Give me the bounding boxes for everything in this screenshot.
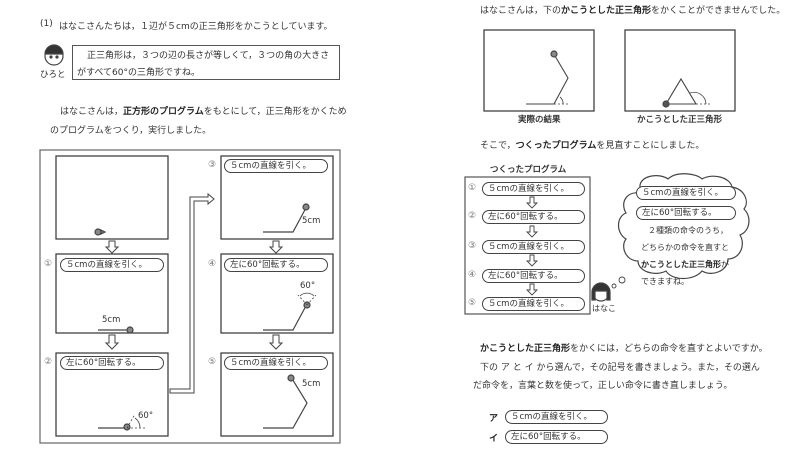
step-panels xyxy=(55,155,334,437)
question-line1: かこうとした正三角形をかくには，どちらの命令を直すとよいですか。 xyxy=(480,341,768,354)
question-line2: 下の ア と イ から選んで，その記号を書きましょう。また，その選ん xyxy=(480,363,760,373)
turtle-icon xyxy=(302,203,310,211)
intro-text: はなこさんたちは，１辺が５cmの正三角形をかこうとしています。 xyxy=(59,22,333,32)
bubble-text: できますね。 xyxy=(641,277,689,286)
hanako-name: はなこ xyxy=(592,304,616,313)
step-command: ５cmの直線を引く。 xyxy=(60,258,164,272)
bold-text: かこうとした正三角形 xyxy=(641,260,721,269)
bubble-text: ２種類の命令のうち， xyxy=(648,226,728,235)
option-i-label: イ xyxy=(489,434,499,444)
caption-target: かこうとした正三角形 xyxy=(637,115,723,125)
bold-text: つくったプログラム xyxy=(515,141,597,151)
explanation-line1: はなこさんは，正方形のプログラムをもとにして，正三角形をかくため xyxy=(60,104,347,117)
step-number: ① xyxy=(44,259,53,269)
actual-result-box xyxy=(483,29,595,112)
hiroto-line1: 正三角形は，３つの辺の長さが等しくて，３つの角の大きさ xyxy=(87,51,330,61)
program-command: 左に60°回転する。 xyxy=(482,210,585,224)
length-label: 5cm xyxy=(102,315,121,325)
step-command: 左に60°回転する。 xyxy=(60,356,164,370)
option-a-label: ア xyxy=(489,414,499,424)
text: そこで， xyxy=(480,141,516,151)
program-title: つくったプログラム xyxy=(490,165,567,175)
down-arrow-icon xyxy=(525,196,539,296)
program-number: ② xyxy=(468,211,477,221)
program-run-frame xyxy=(39,149,341,444)
question-line3: だ命令を，言葉と数を使って，正しい命令に書き直しましょう。 xyxy=(473,381,733,391)
hiroto-name: ひろと xyxy=(40,70,66,80)
connector-arrow-icon xyxy=(169,192,215,394)
text: を見直すことにしました。 xyxy=(596,141,705,151)
caption-actual: 実際の結果 xyxy=(518,115,561,125)
program-box xyxy=(464,176,591,315)
hiroto-avatar xyxy=(44,44,64,66)
option-a-command: ５cmの直線を引く。 xyxy=(505,410,608,424)
bubble-text: かこうとした正三角形が xyxy=(641,259,729,270)
program-command: ５cmの直線を引く。 xyxy=(482,240,585,254)
text: をもとにして，正三角形をかくため xyxy=(203,107,347,117)
review-text: そこで，つくったプログラムを見直すことにしました。 xyxy=(480,138,704,151)
program-command: 左に60°回転する。 xyxy=(482,269,585,283)
hanako-avatar xyxy=(591,282,611,302)
program-number: ① xyxy=(468,183,477,193)
program-command: ５cmの直線を引く。 xyxy=(482,182,585,196)
step-number: ④ xyxy=(208,259,217,269)
turtle-icon xyxy=(123,423,131,431)
bubble-command: ５cmの直線を引く。 xyxy=(636,186,736,200)
explanation-line2: のプログラムをつくり，実行しました。 xyxy=(50,126,212,136)
bold-text: 正方形のプログラム xyxy=(123,107,204,117)
hiroto-speech-box: 正三角形は，３つの辺の長さが等しくて，３つの角の大きさ がすべて60°の三角形で… xyxy=(72,45,340,80)
length-label: 5cm xyxy=(302,216,321,226)
bubble-text: どちらかの命令を直すと xyxy=(641,243,729,252)
bold-text: かこうとした正三角形 xyxy=(480,344,571,354)
drawn-line xyxy=(263,376,308,429)
step-number: ③ xyxy=(208,160,217,170)
drawn-line xyxy=(263,303,308,331)
angle-label: 60° xyxy=(138,411,154,421)
step-command: 左に60°回転する。 xyxy=(224,258,328,272)
text: はなこさんは，下の xyxy=(480,6,562,16)
turtle-icon xyxy=(287,374,295,382)
result-text: はなこさんは，下のかこうとした正三角形をかくことができませんでした。 xyxy=(480,3,785,16)
step-command: ５cmの直線を引く。 xyxy=(224,159,328,173)
bubble-command: 左に60°回転する。 xyxy=(636,206,736,220)
down-arrow-icon xyxy=(104,240,284,350)
text: はなこさんは， xyxy=(60,107,124,117)
target-triangle-box xyxy=(624,29,736,112)
step-number: ⑤ xyxy=(208,357,217,367)
program-number: ④ xyxy=(468,270,477,280)
length-label: 5cm xyxy=(302,379,321,389)
text: が xyxy=(721,260,729,269)
drawn-line xyxy=(263,205,308,233)
bold-text: かこうとした正三角形 xyxy=(561,6,652,16)
text: をかくには，どちらの命令を直すとよいですか。 xyxy=(570,344,768,354)
angle-label: 60° xyxy=(300,281,316,291)
turtle-icon xyxy=(126,326,134,334)
program-command: ５cmの直線を引く。 xyxy=(482,297,585,311)
hiroto-line2: がすべて60°の三角形ですね。 xyxy=(77,68,200,78)
program-number: ⑤ xyxy=(468,298,477,308)
step-command: ５cmの直線を引く。 xyxy=(224,356,328,370)
question-number: (1) xyxy=(40,19,53,29)
step-number: ② xyxy=(44,357,53,367)
turtle-icon xyxy=(94,228,107,236)
option-i-command: 左に60°回転する。 xyxy=(505,430,608,444)
program-number: ③ xyxy=(468,241,477,251)
text: をかくことができませんでした。 xyxy=(651,6,786,16)
